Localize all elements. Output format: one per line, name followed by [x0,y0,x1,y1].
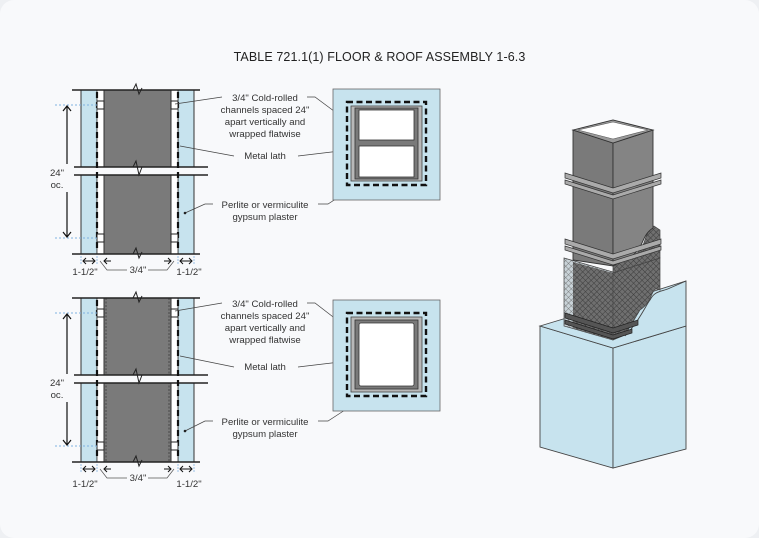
elevation-bottom: 24" oc. 1-1/2" 3/4" 1-1/2" [44,290,208,490]
spacing-label: 24" [50,168,64,179]
labels-bottom: 3/4" Cold-rolled channels spaced 24" apa… [174,299,351,440]
label-channels-2: channels spaced 24" [221,311,310,322]
elevation-top: 24" oc. 1-1/2" 3/4" 1-1/2" [44,82,208,278]
section-top [332,88,441,201]
channel-band [564,238,662,266]
dim-middle: 3/4" [130,473,147,484]
label-channels-4: wrapped flatwise [228,335,300,346]
label-channels-2: channels spaced 24" [221,105,310,116]
dim-right: 1-1/2" [176,479,201,490]
label-channels-4: wrapped flatwise [228,129,300,140]
isometric-column [538,119,687,469]
dim-right: 1-1/2" [176,267,201,278]
label-channels-3: apart vertically and [225,117,306,128]
label-channels-1: 3/4" Cold-rolled [232,93,298,104]
page-title: TABLE 721.1(1) FLOOR & ROOF ASSEMBLY 1-6… [233,50,526,64]
label-channels-1: 3/4" Cold-rolled [232,299,298,310]
dim-middle: 3/4" [130,265,147,276]
label-lath: Metal lath [244,151,286,162]
dim-left: 1-1/2" [72,267,97,278]
spacing-label-oc: oc. [51,180,64,191]
spacing-label: 24" [50,378,64,389]
spacing-label-oc: oc. [51,390,64,401]
label-lath: Metal lath [244,362,286,373]
labels-top: 3/4" Cold-rolled channels spaced 24" apa… [174,93,351,223]
label-channels-3: apart vertically and [225,323,306,334]
dim-left: 1-1/2" [72,479,97,490]
channel-band [564,312,639,340]
label-plaster-1: Perlite or vermiculite [222,200,309,211]
label-plaster-1: Perlite or vermiculite [222,417,309,428]
section-bottom [332,299,441,412]
label-plaster-2: gypsum plaster [232,212,298,223]
channel-band [564,172,662,200]
label-plaster-2: gypsum plaster [232,429,298,440]
